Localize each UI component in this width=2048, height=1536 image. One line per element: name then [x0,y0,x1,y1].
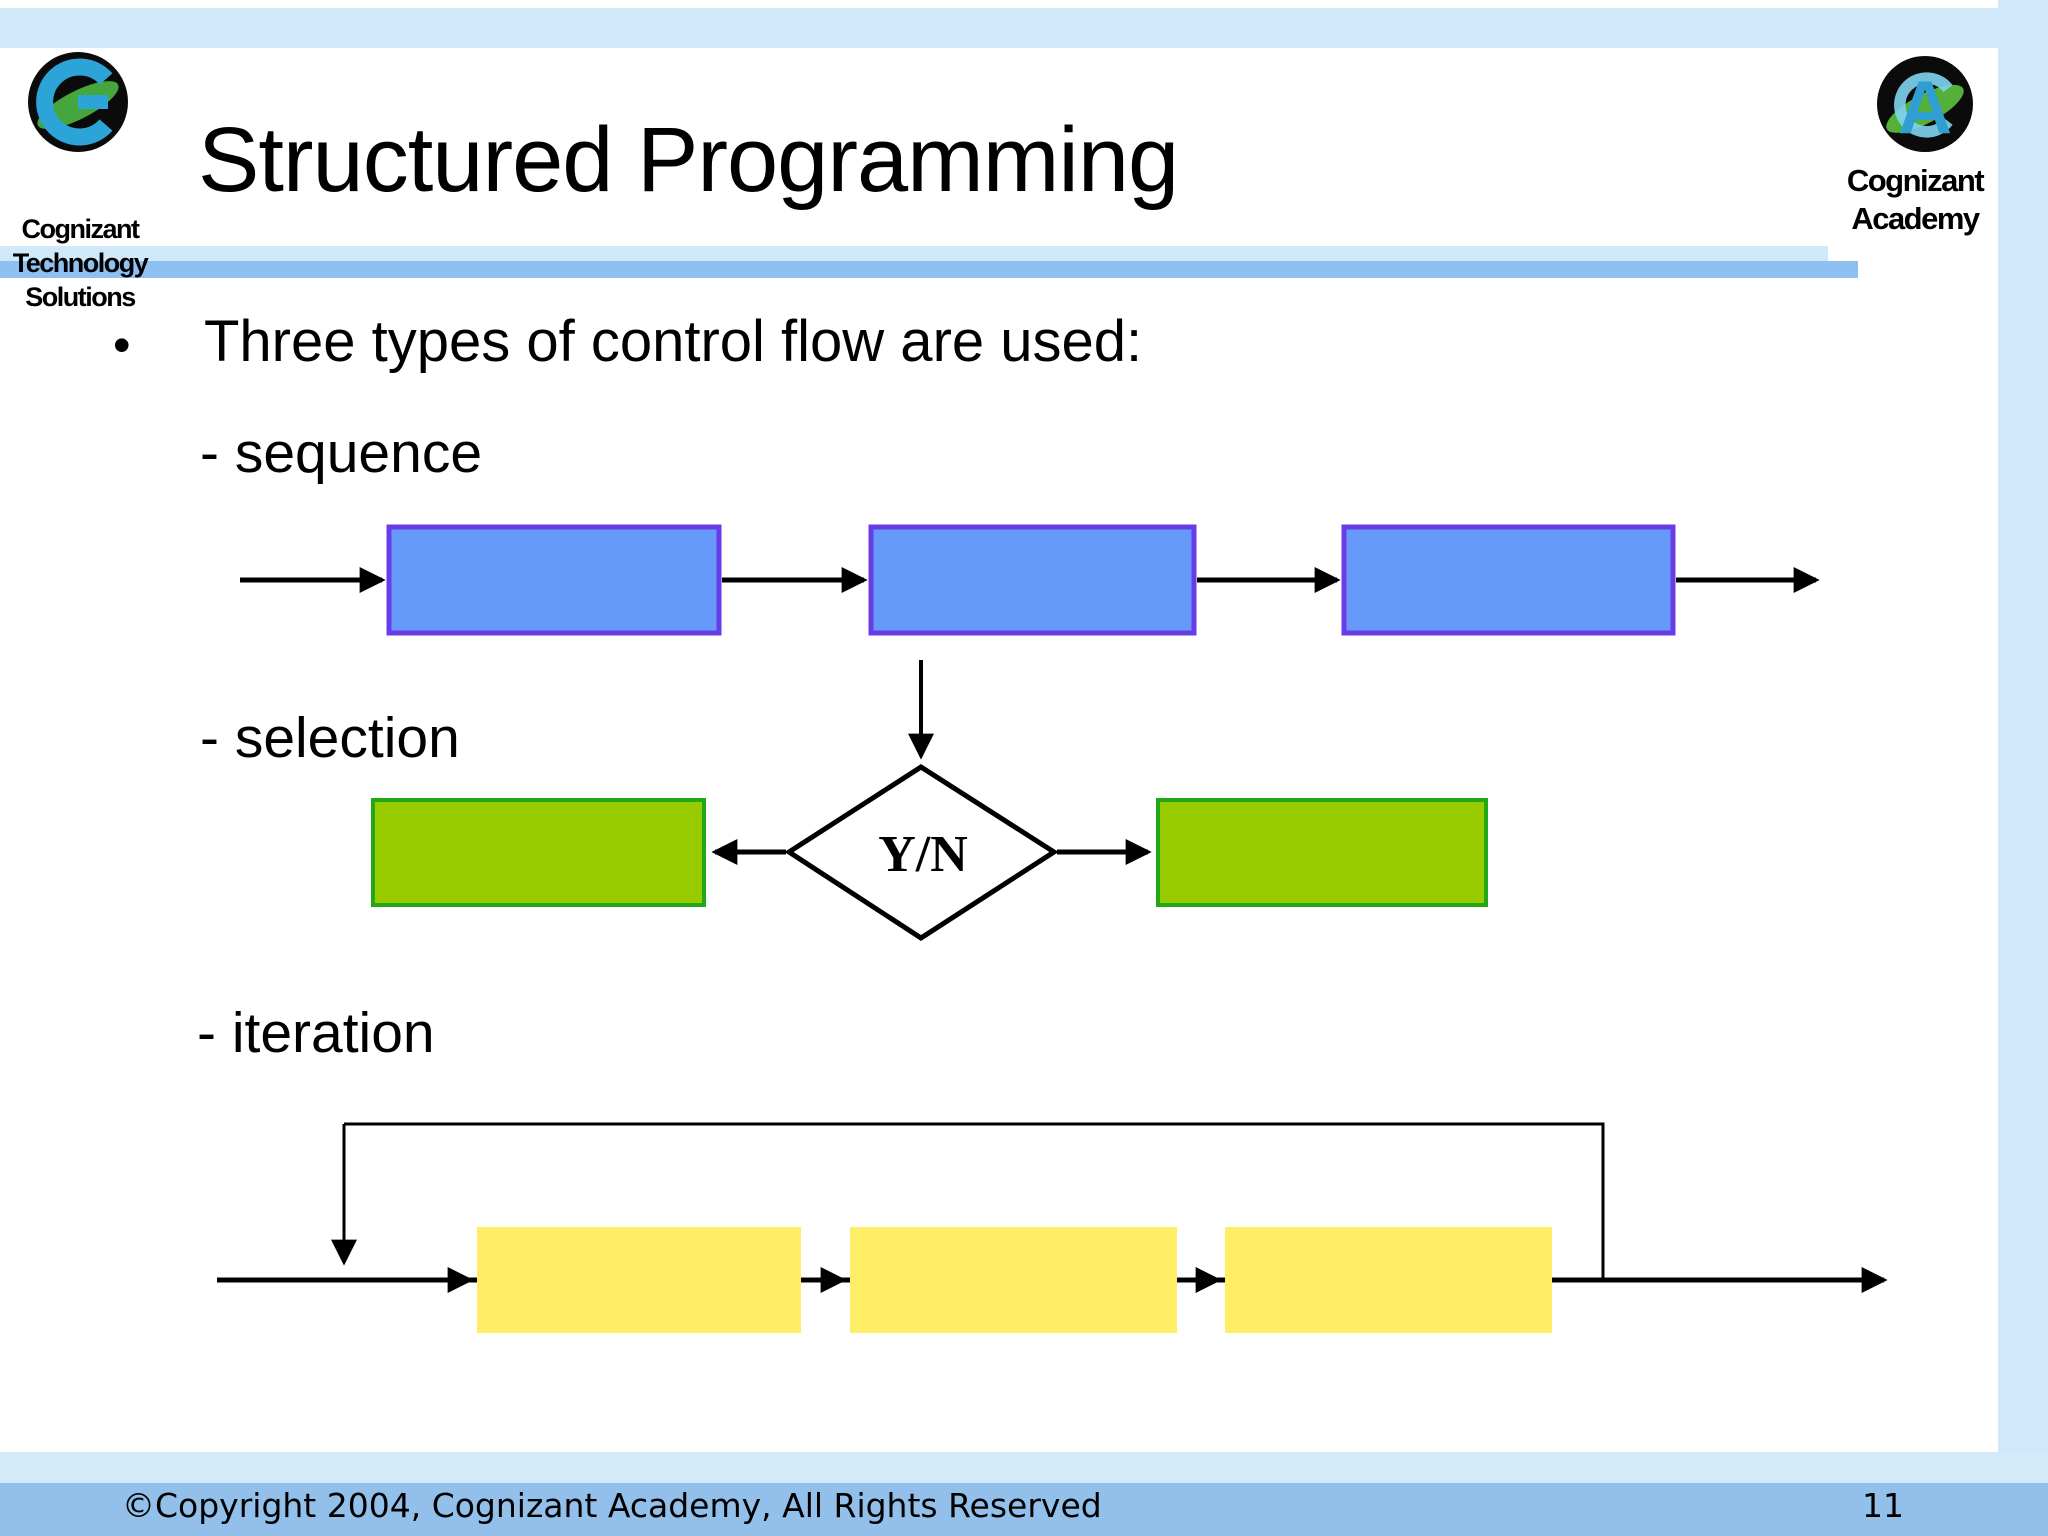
sequence-box-3 [1341,524,1676,636]
selection-diagram: Y/N [371,764,1488,941]
decision-label: Y/N [878,826,968,883]
logo-letter-a: A [1898,65,1952,149]
sub-item-iteration: - iteration [197,1001,435,1065]
right-logo-line-2: Academy [1851,201,1980,236]
right-logo-wordmark: Cognizant Academy [1832,162,1998,238]
cognizant-technology-solutions-logo-icon [28,52,128,152]
bullet-text: Three types of control flow are used: [204,309,1143,374]
page-number: 11 [1862,1486,1904,1525]
cognizant-academy-logo-icon: A [1877,56,1973,152]
footer-band-light [0,1452,2048,1483]
sub-item-sequence: - sequence [200,421,483,485]
top-border-band [0,8,2048,48]
left-logo-line-2: Technology [12,248,149,278]
iteration-box-2 [850,1227,1177,1333]
left-logo-line-3: Solutions [25,282,136,312]
right-border-band [1998,0,2048,1536]
title-rule-light [0,246,1828,261]
title-rule-dark [0,261,1858,278]
decision-diamond [784,764,1059,941]
sequence-diagram [240,524,1820,636]
right-logo-line-1: Cognizant [1846,163,1985,198]
footer-band-dark [0,1483,2048,1536]
left-logo-wordmark: Cognizant Technology Solutions [2,212,158,314]
selection-box-right [1156,798,1488,907]
iteration-diagram [217,1122,1888,1333]
bullet-dot-icon: • [113,317,131,373]
iteration-box-3 [1225,1227,1552,1333]
left-logo-line-1: Cognizant [21,214,140,244]
sequence-box-2 [868,524,1197,636]
logo-light-swirl [1894,72,1953,138]
copyright-text: ©Copyright 2004, Cognizant Academy, All … [122,1486,1102,1525]
sub-item-selection: - selection [200,706,460,770]
logo-blue-c [36,58,113,146]
page-title: Structured Programming [198,109,1179,211]
selection-box-left [371,798,706,907]
iteration-box-1 [477,1227,801,1333]
sequence-box-1 [386,524,722,636]
loop-back-line [344,1122,1605,1280]
